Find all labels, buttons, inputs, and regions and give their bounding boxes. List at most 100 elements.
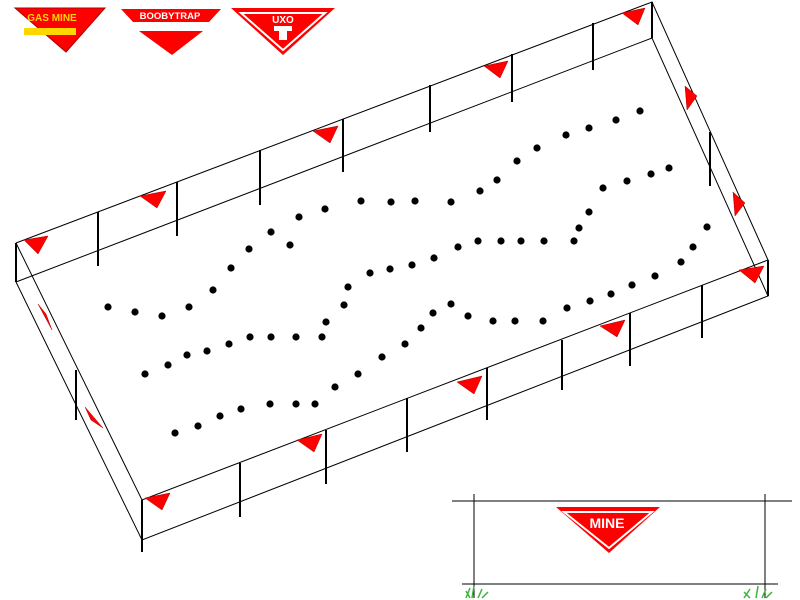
mine-dot-icon — [237, 405, 245, 413]
mine-dot-icon — [322, 318, 330, 326]
gas-mine-stripe — [24, 28, 76, 35]
mine-dot-icon — [266, 400, 274, 408]
mine-dot-icon — [586, 297, 594, 305]
mine-dot-icon — [331, 383, 339, 391]
mine-dot-icon — [411, 197, 419, 205]
mine-dot-icon — [429, 309, 437, 317]
fence-posts — [15, 2, 769, 552]
red-triangle-marker-icon — [37, 303, 53, 331]
mine-dot-icon — [607, 290, 615, 298]
mine-dot-icon — [318, 333, 326, 341]
grass-tuft-icon — [743, 585, 773, 599]
mine-dot-icon — [267, 333, 275, 341]
mine-dot-icon — [493, 176, 501, 184]
mine-dot-icon — [651, 272, 659, 280]
mine-sign-detail: MINE — [452, 494, 792, 599]
mine-dot-icon — [245, 245, 253, 253]
mine-dot-icon — [454, 243, 462, 251]
mine-label: MINE — [590, 515, 625, 531]
mine-dot-icon — [474, 237, 482, 245]
mine-dot-icon — [585, 208, 593, 216]
mine-dot-icon — [562, 131, 570, 139]
mine-dot-icon — [489, 317, 497, 325]
gas-mine-sign-icon: GAS MINE — [13, 7, 107, 53]
mine-dot-icon — [665, 164, 673, 172]
red-triangle-marker-icon — [732, 191, 746, 217]
mine-dot-icon — [340, 301, 348, 309]
mine-dot-icon — [570, 237, 578, 245]
mine-dot-icon — [517, 237, 525, 245]
legend: GAS MINE BOOBYTRAP UXO — [13, 7, 335, 56]
mine-dot-icon — [511, 317, 519, 325]
mine-dot-icon — [401, 340, 409, 348]
mine-dot-icon — [203, 347, 211, 355]
mine-dot-icon — [194, 422, 202, 430]
uxo-t-symbol-icon — [274, 26, 292, 40]
fence-top-rail — [15, 1, 769, 501]
red-triangle-marker-icon — [144, 492, 171, 511]
mine-dot-icon — [563, 304, 571, 312]
mine-dot-icon — [533, 144, 541, 152]
mine-dot-icon — [164, 361, 172, 369]
mine-dot-icon — [628, 281, 636, 289]
mine-dot-icon — [311, 400, 319, 408]
red-triangle-marker-icon — [139, 190, 167, 209]
mine-dot-icon — [158, 312, 166, 320]
mine-dot-icon — [131, 308, 139, 316]
red-triangle-marker-icon — [23, 235, 49, 255]
mine-dot-icon — [636, 107, 644, 115]
mine-dot-icon — [703, 223, 711, 231]
mine-dot-icon — [540, 237, 548, 245]
mine-dot-icon — [209, 286, 217, 294]
mine-dot-icon — [647, 170, 655, 178]
mine-dot-icon — [225, 340, 233, 348]
mine-dot-icon — [612, 116, 620, 124]
mine-dot-icon — [575, 224, 583, 232]
mine-dot-icon — [366, 269, 374, 277]
mine-dot-icon — [354, 370, 362, 378]
mine-dot-icon — [295, 213, 303, 221]
mine-dot-icon — [292, 400, 300, 408]
mine-dot-icon — [357, 197, 365, 205]
red-triangle-marker-icon — [621, 7, 646, 26]
red-triangle-marker-icon — [738, 265, 765, 284]
mine-dot-icon — [623, 177, 631, 185]
mine-dot-icon — [417, 324, 425, 332]
mine-dot-icon — [292, 333, 300, 341]
mine-dot-icon — [183, 351, 191, 359]
red-triangle-marker-icon — [483, 60, 509, 79]
mine-sign-icon: MINE — [556, 507, 660, 553]
mine-rows — [104, 107, 711, 437]
boobytrap-label: BOOBYTRAP — [140, 11, 201, 22]
mine-dot-icon — [321, 205, 329, 213]
mine-dot-icon — [246, 333, 254, 341]
mine-dot-icon — [104, 303, 112, 311]
uxo-sign-icon: UXO — [231, 8, 335, 55]
mine-dot-icon — [464, 312, 472, 320]
mine-dot-icon — [386, 265, 394, 273]
red-triangle-marker-icon — [84, 406, 104, 429]
mine-dot-icon — [141, 370, 149, 378]
mine-dot-icon — [185, 303, 193, 311]
mine-dot-icon — [344, 283, 352, 291]
mine-dot-icon — [267, 228, 275, 236]
uxo-label: UXO — [272, 15, 294, 26]
red-triangle-marker-icon — [599, 319, 626, 338]
red-triangle-marker-icon — [312, 125, 339, 144]
fence-bottom-rail — [15, 37, 769, 541]
mine-dot-icon — [216, 412, 224, 420]
mine-dot-icon — [378, 353, 386, 361]
mine-dot-icon — [430, 254, 438, 262]
gas-mine-label: GAS MINE — [27, 13, 77, 24]
mine-dot-icon — [677, 258, 685, 266]
mine-dot-icon — [387, 198, 395, 206]
fence-markers — [23, 7, 765, 511]
red-triangle-marker-icon — [684, 85, 698, 111]
mine-dot-icon — [447, 300, 455, 308]
mine-dot-icon — [171, 429, 179, 437]
mine-dot-icon — [497, 237, 505, 245]
mine-dot-icon — [599, 184, 607, 192]
mine-dot-icon — [539, 317, 547, 325]
mine-dot-icon — [447, 198, 455, 206]
